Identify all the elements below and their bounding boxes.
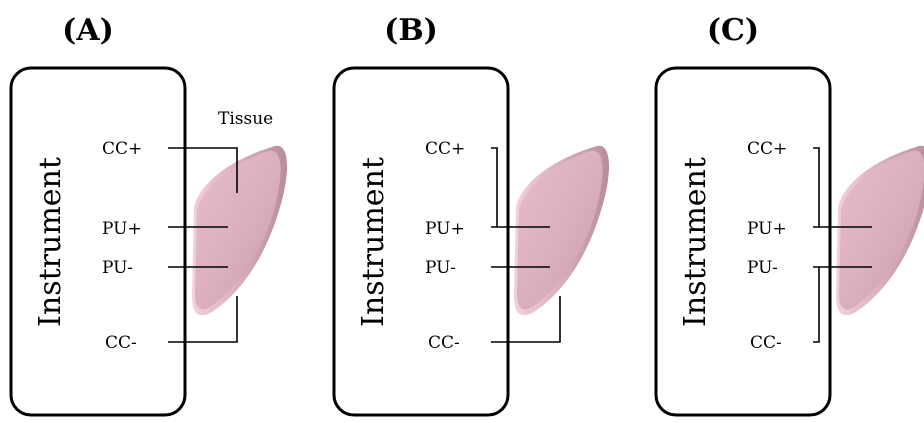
tissue-shape (836, 145, 924, 316)
pu-plus-label: PU+ (425, 219, 465, 239)
cc-minus-label: CC- (750, 333, 782, 353)
panel-label: (C) (707, 13, 759, 48)
cc-minus-wire (168, 296, 238, 343)
panel-label: (A) (62, 13, 114, 48)
cc-plus-label: CC+ (425, 139, 465, 159)
cc-minus-label: CC- (428, 333, 460, 353)
pu-plus-label: PU+ (747, 219, 787, 239)
cc-plus-wire (168, 147, 238, 193)
cc-minus-wire (491, 296, 561, 343)
instrument-label: Instrument (33, 157, 68, 327)
cc-minus-wire (813, 267, 820, 343)
instrument-box (9, 66, 187, 417)
cc-plus-wire (491, 147, 498, 227)
pu-minus-label: PU- (102, 258, 133, 278)
instrument-box (654, 66, 832, 417)
pu-minus-label: PU- (425, 258, 456, 278)
cc-plus-wire (813, 147, 820, 227)
instrument-box (332, 66, 510, 417)
pu-minus-label: PU- (747, 258, 778, 278)
cc-minus-label: CC- (105, 333, 137, 353)
tissue-shape (192, 145, 288, 316)
tissue-shape (514, 145, 610, 316)
panel-a: (A) Instrument CC+ PU+ PU- CC- Tissue (9, 13, 288, 417)
instrument-label: Instrument (356, 157, 391, 327)
pu-plus-label: PU+ (102, 219, 142, 239)
panel-b: (B) Instrument CC+ PU+ PU- CC- (332, 13, 610, 417)
cc-plus-label: CC+ (102, 139, 142, 159)
cc-plus-label: CC+ (747, 139, 787, 159)
tissue-label: Tissue (218, 109, 273, 129)
panel-label: (B) (384, 13, 438, 48)
instrument-label: Instrument (678, 157, 713, 327)
panel-c: (C) Instrument CC+ PU+ PU- CC- (654, 13, 924, 417)
